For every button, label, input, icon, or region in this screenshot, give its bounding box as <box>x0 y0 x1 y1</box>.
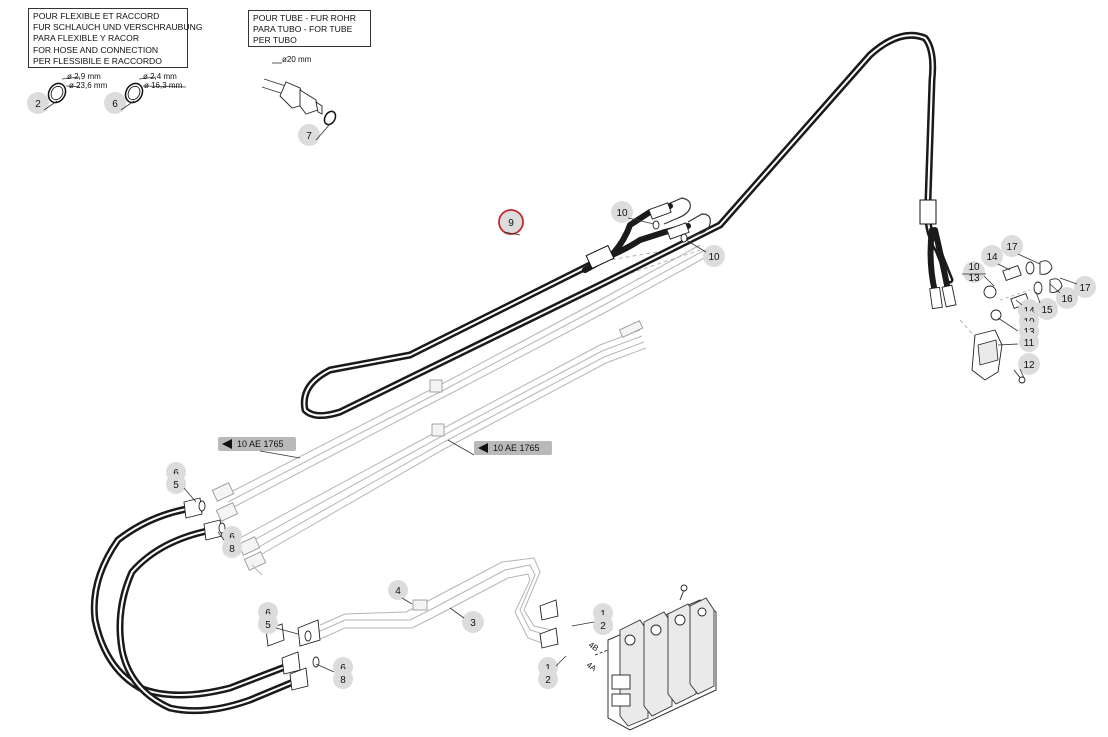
callout-highlighted[interactable]: 9 <box>498 209 524 236</box>
svg-text:7: 7 <box>306 131 312 142</box>
svg-text:10: 10 <box>968 262 980 273</box>
label-4a: 4A <box>585 660 599 673</box>
callout[interactable]: 15 <box>1035 291 1058 320</box>
svg-text:15: 15 <box>1041 305 1053 316</box>
callout[interactable]: 12 <box>1018 353 1040 379</box>
svg-text:1: 1 <box>600 609 606 620</box>
svg-text:8: 8 <box>229 544 235 555</box>
callout[interactable]: 17 <box>1059 276 1096 298</box>
svg-text:6: 6 <box>229 532 235 543</box>
callout[interactable]: 4 <box>388 580 413 605</box>
callout[interactable]: 5 <box>166 474 197 503</box>
svg-text:16: 16 <box>1061 294 1073 305</box>
tube-diameter-label: ø20 mm <box>282 55 312 64</box>
callout[interactable]: 8 <box>217 531 242 558</box>
callout[interactable]: 3 <box>449 607 484 633</box>
callout[interactable]: 11 <box>997 332 1039 352</box>
callout[interactable]: 16 <box>1049 283 1078 309</box>
legend-hose-line: PER FLESSIBILE E RACCORDO <box>33 55 162 66</box>
svg-text:13: 13 <box>968 273 980 284</box>
svg-text:6: 6 <box>112 99 118 110</box>
svg-text:10: 10 <box>616 208 628 219</box>
callout[interactable]: 6 <box>104 92 135 114</box>
oring-detail-2: ø 2,4 mm ø 16,3 mm <box>124 72 187 104</box>
right-fittings <box>971 260 1063 384</box>
oring1-d1: ø 2,9 mm <box>67 72 101 81</box>
oring1-d2: ø 23,6 mm <box>69 81 108 90</box>
svg-text:17: 17 <box>1079 283 1091 294</box>
label-4b: 4B <box>587 640 600 653</box>
oring2-d1: ø 2,4 mm <box>143 72 177 81</box>
callout[interactable]: 14 <box>981 245 1011 271</box>
svg-text:1: 1 <box>545 663 551 674</box>
svg-text:2: 2 <box>600 621 606 632</box>
svg-text:6: 6 <box>265 608 271 619</box>
tube-fitting-detail: ø20 mm <box>261 55 337 126</box>
reference-label: 10 AE 1765 <box>493 443 540 453</box>
callout[interactable]: 10 <box>611 201 655 225</box>
svg-text:14: 14 <box>986 252 998 263</box>
legend-tube-line: POUR TUBE - FUR ROHR <box>253 13 356 23</box>
callout[interactable]: 2 <box>27 92 58 114</box>
svg-text:3: 3 <box>470 618 476 629</box>
legend-hose-line: FUR SCHLAUCH UND VERSCHRAUBUNG <box>33 22 203 33</box>
legend-tube-line: PARA TUBO - FOR TUBE <box>253 24 353 35</box>
ghost-pipes <box>211 244 1031 576</box>
svg-text:5: 5 <box>173 480 179 491</box>
oring2-d2: ø 16,3 mm <box>144 81 183 90</box>
hose-9-split <box>582 197 711 273</box>
svg-text:10: 10 <box>708 252 720 263</box>
hoses-left <box>90 497 320 715</box>
callout[interactable]: 5 <box>258 614 299 635</box>
svg-text:5: 5 <box>265 620 271 631</box>
callout[interactable]: 2 <box>571 615 613 635</box>
svg-text:2: 2 <box>35 99 41 110</box>
svg-text:17: 17 <box>1006 242 1018 253</box>
svg-text:4: 4 <box>395 586 401 597</box>
svg-text:8: 8 <box>340 675 346 686</box>
callout[interactable]: 10 <box>685 239 725 267</box>
svg-text:9: 9 <box>508 218 514 229</box>
svg-text:6: 6 <box>173 468 179 479</box>
legend-hose-line: POUR FLEXIBLE ET RACCORD <box>33 11 160 21</box>
legend-hose-line: PARA FLEXIBLE Y RACOR <box>33 33 140 44</box>
reference-tag-2: 10 AE 1765 <box>447 439 552 456</box>
svg-text:2: 2 <box>545 675 551 686</box>
highlight-ring <box>498 209 524 235</box>
callout[interactable]: 10 13 <box>962 261 995 287</box>
legend-tube-box: POUR TUBE - FUR ROHR PARA TUBO - FOR TUB… <box>248 10 371 47</box>
callout[interactable]: 7 <box>298 123 331 146</box>
valve-block <box>594 584 717 731</box>
svg-text:11: 11 <box>1024 338 1035 349</box>
legend-tube-line: PER TUBO <box>253 35 297 46</box>
callout[interactable]: 8 <box>315 663 353 689</box>
callouts: 2 6 7 9 <box>27 92 1096 689</box>
svg-text:6: 6 <box>340 663 346 674</box>
reference-tag-1: 10 AE 1765 <box>218 437 301 459</box>
callout[interactable]: 17 <box>1001 235 1041 265</box>
callout[interactable]: 2 <box>538 655 567 689</box>
oring-detail-1: ø 2,9 mm ø 23,6 mm <box>47 72 108 104</box>
legend-hose-line: FOR HOSE AND CONNECTION <box>33 44 159 55</box>
svg-text:12: 12 <box>1023 360 1035 371</box>
reference-label: 10 AE 1765 <box>237 439 284 449</box>
hose-9-main <box>300 31 957 419</box>
tube-part-3 <box>297 557 559 649</box>
legend-hose-box: POUR FLEXIBLE ET RACCORD FUR SCHLAUCH UN… <box>28 8 203 68</box>
